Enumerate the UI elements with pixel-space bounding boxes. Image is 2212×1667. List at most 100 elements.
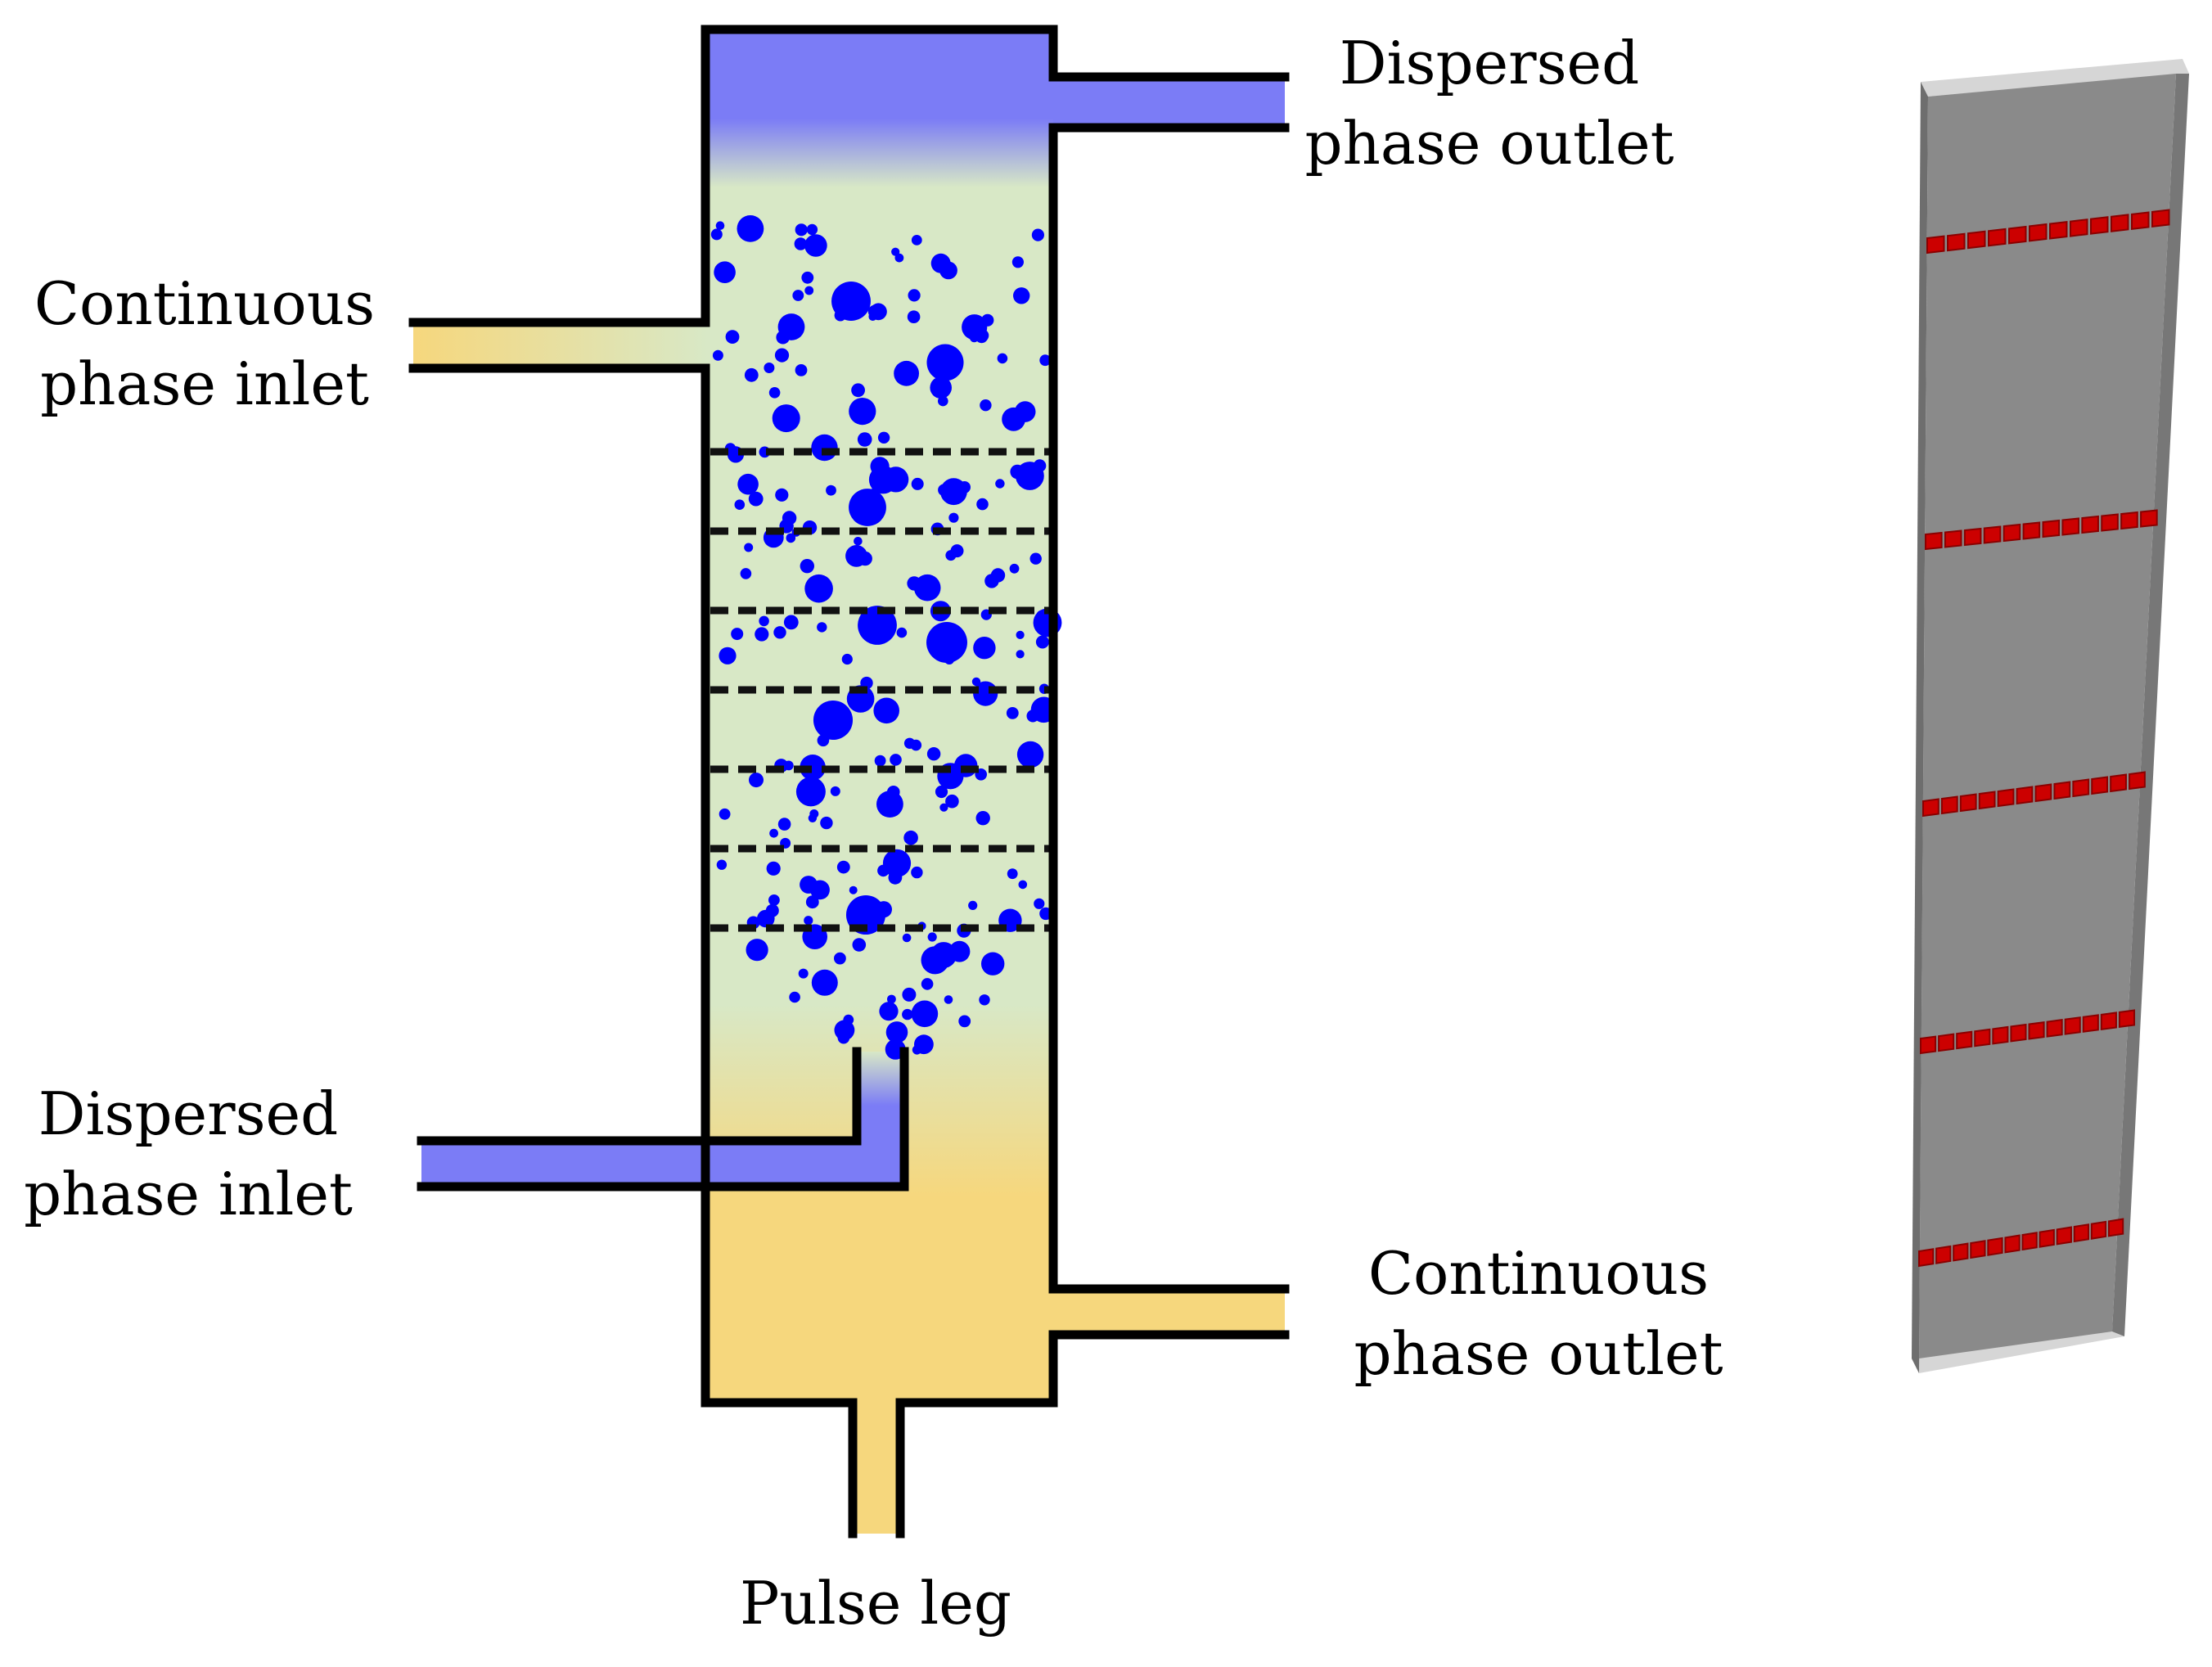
droplet xyxy=(896,627,908,638)
continuous-inlet-label-line2: phase inlet xyxy=(40,349,369,418)
plate-hole xyxy=(2120,511,2138,530)
droplet xyxy=(921,946,949,975)
droplet xyxy=(776,330,790,345)
insert-top-edge xyxy=(1921,59,2189,97)
droplet xyxy=(1007,868,1018,880)
droplet xyxy=(911,866,923,879)
plate-hole xyxy=(2016,786,2034,805)
droplet xyxy=(874,755,886,767)
droplet xyxy=(950,544,964,558)
plate-hole xyxy=(2082,1014,2099,1033)
plate-hole xyxy=(2107,1218,2124,1237)
droplet xyxy=(981,313,994,327)
droplet xyxy=(843,1014,854,1025)
droplet xyxy=(783,615,799,630)
plate-hole xyxy=(2090,216,2109,235)
droplet xyxy=(927,932,937,942)
plate-hole xyxy=(1983,525,2002,544)
droplet xyxy=(944,995,953,1004)
droplet xyxy=(935,785,948,799)
droplet xyxy=(1016,650,1025,659)
droplet xyxy=(887,994,896,1004)
plate-hole xyxy=(2091,776,2109,795)
plate-hole xyxy=(2028,1020,2045,1040)
droplet xyxy=(997,353,1008,364)
droplet xyxy=(744,367,759,382)
droplet xyxy=(975,811,990,826)
droplet xyxy=(926,622,967,663)
continuous-inlet-pipe xyxy=(413,322,708,368)
plate-hole xyxy=(1974,1028,1991,1048)
droplet xyxy=(772,404,800,433)
droplet xyxy=(921,978,934,990)
plate-hole xyxy=(2010,1023,2027,1043)
droplet xyxy=(746,939,768,962)
droplet xyxy=(748,491,764,507)
droplet xyxy=(834,309,847,322)
droplet xyxy=(1016,630,1025,640)
dispersed-inlet-riser xyxy=(857,1052,904,1142)
droplet xyxy=(719,808,731,820)
droplet xyxy=(902,1008,913,1020)
plate-hole xyxy=(2110,773,2127,793)
plate-hole xyxy=(1992,1025,2009,1045)
continuous-inlet-label-line1: Continuous xyxy=(34,269,376,338)
droplet xyxy=(877,431,890,444)
droplet xyxy=(794,237,807,250)
droplet xyxy=(813,700,854,741)
droplet xyxy=(836,860,850,874)
droplet xyxy=(939,803,948,812)
pulse-leg-label-text: Pulse leg xyxy=(739,1569,1011,1638)
droplet xyxy=(800,755,826,781)
plate-hole xyxy=(2034,783,2052,803)
droplet xyxy=(749,773,764,788)
droplet xyxy=(755,627,769,642)
droplet xyxy=(731,628,744,641)
column-walls xyxy=(701,25,1058,1408)
plate-hole xyxy=(2008,225,2027,245)
droplet xyxy=(744,543,754,552)
droplet xyxy=(1035,635,1049,649)
droplet xyxy=(734,499,746,510)
plate-hole xyxy=(2064,1016,2081,1035)
plate-hole xyxy=(2111,214,2129,232)
plate-hole xyxy=(1978,791,1996,810)
droplet xyxy=(712,349,723,361)
droplet xyxy=(768,387,781,399)
plate-hole xyxy=(1953,1242,1969,1262)
plate-hole xyxy=(2140,509,2158,528)
plate-hole xyxy=(1947,232,1966,252)
plate-hole xyxy=(2081,515,2099,534)
droplet xyxy=(857,432,872,447)
droplet xyxy=(811,434,838,462)
droplet xyxy=(809,809,819,818)
droplet xyxy=(975,330,989,344)
sieve-plate-insert xyxy=(1912,59,2189,1373)
plate-hole xyxy=(1970,1240,1986,1259)
dispersed-inlet-pipe xyxy=(421,1141,904,1187)
droplet xyxy=(1018,880,1028,890)
droplet xyxy=(875,901,892,918)
droplet xyxy=(757,909,775,928)
droplet xyxy=(716,859,728,870)
plate-hole xyxy=(1987,1237,2003,1256)
droplet xyxy=(1026,710,1039,723)
droplet xyxy=(944,654,955,665)
dispersed-outlet-label: Dispersed phase outlet xyxy=(1297,23,1682,183)
insert-plate-holes xyxy=(1918,209,2170,1268)
dispersed-outlet-label-line1: Dispersed xyxy=(1339,29,1640,97)
plate-hole xyxy=(2129,771,2146,791)
plate-hole xyxy=(2061,517,2080,536)
continuous-outlet-pipe xyxy=(1053,1289,1285,1335)
plate-hole xyxy=(2021,1232,2038,1251)
droplet xyxy=(710,228,723,241)
droplet xyxy=(1013,287,1030,304)
droplet xyxy=(980,399,992,412)
droplet xyxy=(804,234,827,257)
droplet xyxy=(976,498,989,511)
continuous-inlet-label: Continuous phase inlet xyxy=(8,264,401,424)
droplet xyxy=(798,968,809,979)
droplet xyxy=(792,290,804,301)
plate-hole xyxy=(2100,1011,2117,1030)
droplet xyxy=(911,477,924,490)
